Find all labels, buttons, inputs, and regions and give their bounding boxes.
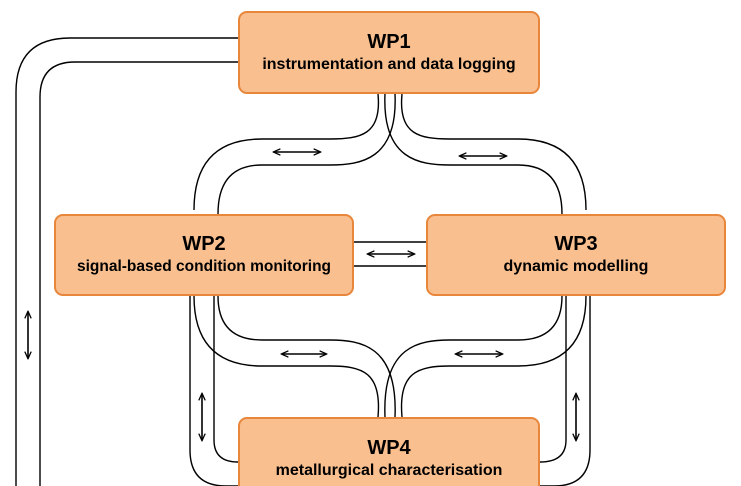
wp4-title: WP4 bbox=[367, 436, 411, 459]
wp1-subtitle: instrumentation and data logging bbox=[262, 55, 516, 73]
link-wp3-wp4-outer bbox=[400, 295, 587, 418]
wp2-title: WP2 bbox=[182, 233, 226, 255]
link-wp3-wp4-right-inner bbox=[539, 296, 567, 463]
link-wp1-wp3-inner bbox=[384, 93, 563, 215]
link-wp3-wp4-inner bbox=[384, 295, 563, 418]
link-wp2-wp4-left-inner bbox=[213, 296, 239, 463]
link-wp2-wp4-inner bbox=[217, 295, 396, 418]
wp1-box: WP1 instrumentation and data logging bbox=[238, 11, 540, 94]
link-wp2-wp4-outer bbox=[193, 295, 380, 418]
wp4-box: WP4 metallurgical characterisation bbox=[238, 417, 540, 486]
wp2-subtitle: signal-based condition monitoring bbox=[76, 258, 332, 275]
link-wp1-wp2-inner bbox=[217, 93, 396, 215]
wp4-subtitle: metallurgical characterisation bbox=[275, 461, 503, 479]
wp1-title: WP1 bbox=[367, 30, 411, 53]
wp3-box: WP3 dynamic modelling bbox=[426, 214, 726, 296]
link-wp1-wp4-outer bbox=[15, 37, 238, 486]
wp3-subtitle: dynamic modelling bbox=[503, 258, 649, 275]
link-wp1-wp3-outer bbox=[400, 93, 587, 211]
wp2-box: WP2 signal-based condition monitoring bbox=[54, 214, 354, 296]
link-wp1-wp4-inner bbox=[39, 61, 238, 486]
link-wp1-wp2-outer bbox=[193, 93, 380, 211]
wp3-title: WP3 bbox=[554, 233, 598, 255]
